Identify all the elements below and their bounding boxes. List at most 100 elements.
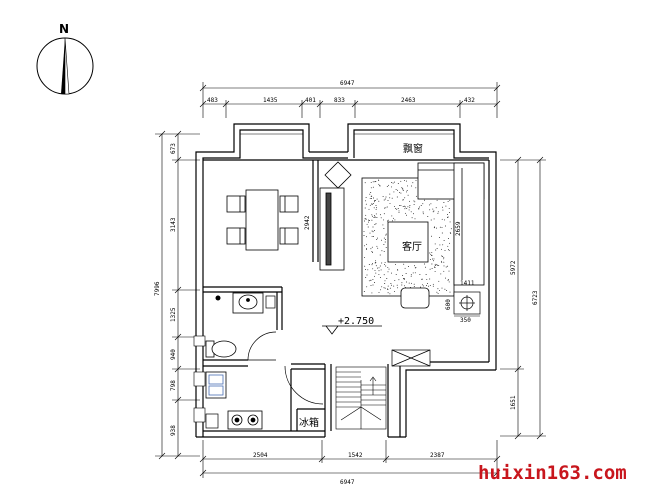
carpet-speckle	[372, 226, 374, 228]
carpet-speckle	[403, 205, 405, 207]
carpet-speckle	[432, 285, 434, 287]
carpet-speckle	[371, 292, 373, 294]
carpet-speckle	[378, 200, 380, 202]
carpet-speckle	[420, 205, 422, 206]
dim-top-1: 483	[207, 97, 218, 104]
carpet-speckle	[450, 228, 452, 230]
carpet-speckle	[372, 203, 373, 205]
carpet-speckle	[375, 213, 377, 215]
carpet-speckle	[444, 225, 446, 227]
carpet-speckle	[402, 206, 404, 207]
carpet-speckle	[439, 289, 440, 291]
watermark: huixin163.com	[478, 462, 627, 484]
carpet-speckle	[429, 278, 431, 280]
carpet-speckle	[392, 220, 393, 222]
carpet-speckle	[425, 274, 427, 275]
carpet-speckle	[401, 282, 403, 284]
carpet-speckle	[409, 200, 410, 202]
carpet-speckle	[435, 249, 437, 251]
carpet-speckle	[395, 274, 397, 276]
carpet-speckle	[366, 243, 368, 245]
carpet-speckle	[400, 205, 402, 207]
carpet-speckle	[396, 208, 398, 210]
carpet-speckle	[391, 197, 393, 199]
carpet-speckle	[448, 281, 450, 283]
carpet-speckle	[422, 211, 424, 213]
carpet-speckle	[375, 265, 377, 267]
carpet-speckle	[422, 203, 424, 205]
carpet-speckle	[371, 203, 373, 205]
carpet-speckle	[442, 206, 444, 208]
carpet-speckle	[449, 221, 451, 223]
carpet-speckle	[444, 250, 446, 252]
carpet-speckle	[365, 269, 366, 271]
carpet-speckle	[372, 284, 374, 286]
carpet-speckle	[379, 265, 381, 267]
carpet-speckle	[429, 268, 431, 270]
carpet-speckle	[436, 227, 437, 229]
carpet-speckle	[441, 255, 443, 257]
carpet-speckle	[430, 253, 432, 255]
carpet-speckle	[434, 265, 436, 266]
carpet-speckle	[380, 289, 382, 291]
carpet-speckle	[403, 278, 405, 279]
carpet-speckle	[378, 273, 380, 275]
carpet-speckle	[406, 190, 408, 192]
carpet-speckle	[385, 234, 387, 236]
carpet-speckle	[431, 268, 433, 270]
carpet-speckle	[372, 279, 374, 281]
carpet-speckle	[376, 198, 378, 200]
dining-set	[226, 189, 299, 251]
carpet-speckle	[427, 216, 429, 217]
elevation-text: +2.750	[338, 316, 374, 327]
carpet-speckle	[374, 230, 376, 232]
carpet-speckle	[409, 206, 411, 208]
carpet-speckle	[445, 266, 447, 268]
carpet-speckle	[383, 287, 385, 289]
carpet-speckle	[429, 209, 431, 211]
carpet-speckle	[411, 185, 413, 187]
carpet-speckle	[386, 186, 388, 188]
carpet-speckle	[366, 286, 368, 288]
carpet-speckle	[384, 241, 386, 243]
carpet-speckle	[404, 208, 406, 210]
carpet-speckle	[383, 237, 385, 239]
stair-void	[391, 349, 431, 367]
left-dimension-lines	[155, 130, 200, 460]
carpet-speckle	[443, 256, 445, 258]
right-dimension-lines	[500, 156, 546, 440]
carpet-speckle	[369, 220, 371, 221]
carpet-speckle	[377, 267, 378, 269]
carpet-speckle	[437, 292, 439, 294]
carpet-speckle	[448, 249, 450, 251]
carpet-speckle	[365, 200, 367, 202]
dim-interior-1: 2942	[304, 215, 311, 230]
carpet-speckle	[402, 275, 404, 277]
carpet-speckle	[436, 199, 438, 201]
carpet-speckle	[368, 264, 370, 265]
carpet-speckle	[447, 238, 449, 240]
carpet-speckle	[371, 214, 373, 216]
carpet-speckle	[415, 266, 417, 268]
carpet-speckle	[364, 265, 366, 267]
dim-top-3: 401	[305, 97, 316, 104]
exterior-walls	[195, 123, 497, 438]
carpet-speckle	[402, 199, 404, 201]
carpet-speckle	[381, 262, 383, 264]
dim-interior-3: 1411	[460, 280, 475, 287]
carpet-speckle	[395, 189, 397, 191]
carpet-speckle	[409, 205, 411, 206]
carpet-speckle	[444, 219, 446, 221]
carpet-speckle	[378, 270, 380, 272]
carpet-speckle	[377, 237, 378, 239]
carpet-speckle	[401, 284, 403, 286]
carpet-speckle	[390, 283, 392, 284]
carpet-speckle	[443, 240, 445, 242]
carpet-speckle	[401, 187, 403, 189]
carpet-speckle	[372, 186, 374, 188]
carpet-speckle	[391, 186, 393, 188]
carpet-speckle	[379, 214, 381, 216]
carpet-speckle	[387, 285, 389, 287]
carpet-speckle	[394, 290, 395, 292]
